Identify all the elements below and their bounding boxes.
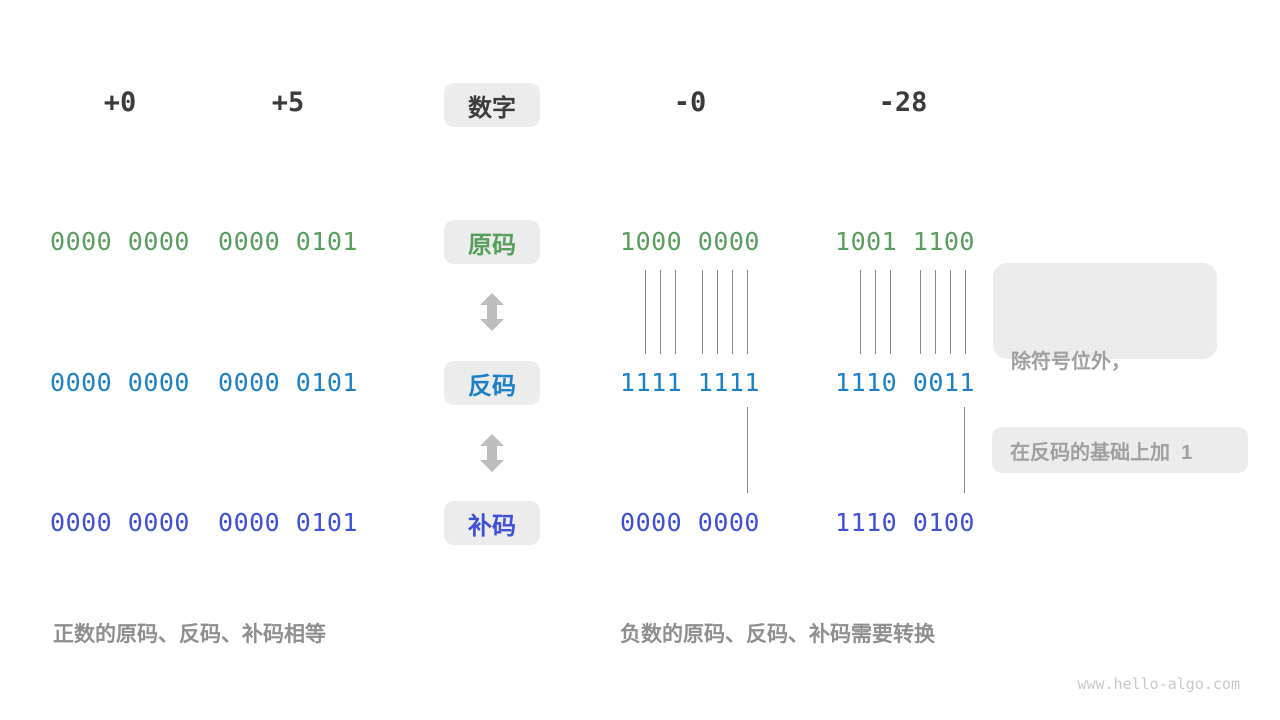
add-one-line	[964, 407, 965, 493]
invert-line	[875, 270, 876, 354]
sign-magnitude-plus-zero: 0000 0000	[50, 227, 190, 256]
number-label-plus-five: +5	[271, 87, 305, 118]
row-badge-sign-magnitude: 原码	[444, 220, 540, 264]
ones-complement-plus-zero: 0000 0000	[50, 368, 190, 397]
sign-magnitude-minus-28: 1001 1100	[835, 227, 975, 256]
invert-line	[890, 270, 891, 354]
invert-line	[675, 270, 676, 354]
ones-complement-plus-five: 0000 0101	[218, 368, 358, 397]
swap-arrow-icon	[480, 434, 504, 472]
invert-line	[660, 270, 661, 354]
invert-line	[645, 270, 646, 354]
invert-line	[702, 270, 703, 354]
number-label-plus-zero: +0	[103, 87, 137, 118]
swap-arrow-icon	[480, 293, 504, 331]
invert-line	[965, 270, 966, 354]
twos-complement-plus-zero: 0000 0000	[50, 508, 190, 537]
number-label-minus-28: -28	[878, 87, 928, 118]
twos-complement-minus-zero: 0000 0000	[620, 508, 760, 537]
row-badge-ones-complement: 反码	[444, 361, 540, 405]
invert-line	[950, 270, 951, 354]
annotation-add-one-text: 在反码的基础上加 1	[1010, 441, 1193, 464]
caption-negative-numbers: 负数的原码、反码、补码需要转换	[620, 623, 935, 646]
sign-magnitude-minus-zero: 1000 0000	[620, 227, 760, 256]
add-one-line	[747, 407, 748, 493]
invert-line	[860, 270, 861, 354]
caption-positive-numbers: 正数的原码、反码、补码相等	[53, 623, 326, 646]
annotation-add-one: 在反码的基础上加 1	[992, 427, 1248, 473]
annotation-invert-line1: 除符号位外，	[1011, 351, 1131, 373]
invert-line	[920, 270, 921, 354]
header-badge-number: 数字	[444, 83, 540, 127]
annotation-invert-bits: 除符号位外， 对其余所有位取反	[993, 263, 1217, 475]
twos-complement-minus-28: 1110 0100	[835, 508, 975, 537]
sign-magnitude-plus-five: 0000 0101	[218, 227, 358, 256]
invert-line	[935, 270, 936, 354]
twos-complement-plus-five: 0000 0101	[218, 508, 358, 537]
watermark-url: www.hello-algo.com	[1077, 675, 1240, 693]
invert-line	[717, 270, 718, 354]
ones-complement-minus-zero: 1111 1111	[620, 368, 760, 397]
invert-line	[747, 270, 748, 354]
number-label-minus-zero: -0	[673, 87, 707, 118]
invert-line	[732, 270, 733, 354]
row-badge-twos-complement: 补码	[444, 501, 540, 545]
ones-complement-minus-28: 1110 0011	[835, 368, 975, 397]
